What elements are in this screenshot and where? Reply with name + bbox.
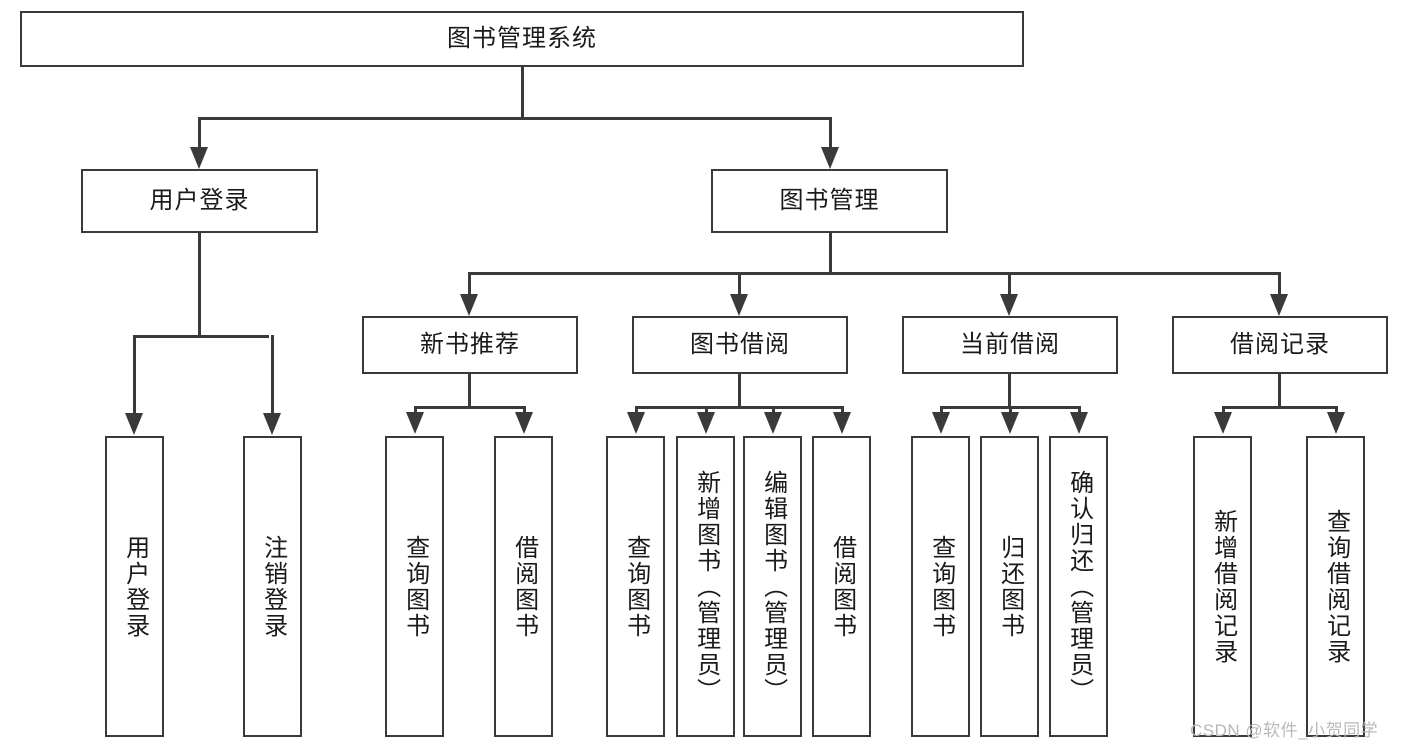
edge-drop-bb-4 bbox=[841, 406, 844, 414]
leaf-edit-book-admin[interactable]: 编辑图书（管理员） bbox=[743, 436, 802, 737]
edge-new-book-stem bbox=[468, 374, 471, 406]
edge-level1-bus bbox=[198, 117, 832, 120]
node-label: 图书管理系统 bbox=[447, 24, 597, 52]
leaf-user-login[interactable]: 用户登录 bbox=[105, 436, 164, 737]
arrow-book-borrow bbox=[730, 294, 748, 316]
arrow-cb-2 bbox=[1001, 412, 1019, 434]
arrow-bb-3 bbox=[764, 412, 782, 434]
leaf-query-book-recommend[interactable]: 查询图书 bbox=[385, 436, 444, 737]
arrow-current-borrow bbox=[1000, 294, 1018, 316]
arrow-book-management bbox=[821, 147, 839, 169]
arrow-bb-1 bbox=[627, 412, 645, 434]
arrow-nb-1 bbox=[406, 412, 424, 434]
arrow-cb-1 bbox=[932, 412, 950, 434]
leaf-label: 确认归还（管理员） bbox=[1065, 469, 1093, 704]
edge-level3-bus bbox=[468, 272, 1280, 275]
leaf-label: 借阅图书 bbox=[828, 534, 856, 639]
edge-drop-cb-1 bbox=[940, 406, 943, 414]
node-label: 图书管理 bbox=[779, 186, 880, 214]
edge-new-book-bus bbox=[414, 406, 526, 409]
edge-user-login-stem bbox=[198, 233, 201, 335]
node-current-borrow[interactable]: 当前借阅 bbox=[902, 316, 1118, 374]
arrow-new-book bbox=[460, 294, 478, 316]
leaf-label: 查询借阅记录 bbox=[1322, 508, 1350, 665]
node-book-borrow[interactable]: 图书借阅 bbox=[632, 316, 848, 374]
leaf-query-book-borrow[interactable]: 查询图书 bbox=[606, 436, 665, 737]
edge-drop-bb-1 bbox=[635, 406, 638, 414]
edge-drop-bb-3 bbox=[772, 406, 775, 414]
arrow-leaf-user-login bbox=[125, 413, 143, 435]
leaf-query-borrow-record[interactable]: 查询借阅记录 bbox=[1306, 436, 1365, 737]
watermark: CSDN @软件_小贺同学 bbox=[1190, 721, 1379, 740]
edge-drop-br-2 bbox=[1335, 406, 1338, 414]
node-book-management[interactable]: 图书管理 bbox=[711, 169, 948, 233]
edge-drop-cb-3 bbox=[1078, 406, 1081, 414]
edge-book-management-stem bbox=[829, 233, 832, 272]
arrow-br-1 bbox=[1214, 412, 1232, 434]
leaf-label: 查询图书 bbox=[401, 534, 429, 639]
edge-drop-nb-1 bbox=[414, 406, 417, 414]
node-new-book-recommend[interactable]: 新书推荐 bbox=[362, 316, 578, 374]
edge-borrow-record-stem bbox=[1278, 374, 1281, 406]
leaf-return-book[interactable]: 归还图书 bbox=[980, 436, 1039, 737]
edge-drop-leaf-user-login bbox=[133, 335, 136, 415]
arrow-bb-4 bbox=[833, 412, 851, 434]
edge-borrow-record-bus bbox=[1222, 406, 1338, 409]
edge-drop-nb-2 bbox=[523, 406, 526, 414]
leaf-label: 新增图书（管理员） bbox=[692, 469, 720, 704]
leaf-logout[interactable]: 注销登录 bbox=[243, 436, 302, 737]
leaf-borrow-book[interactable]: 借阅图书 bbox=[812, 436, 871, 737]
edge-drop-user-login bbox=[198, 117, 201, 149]
arrow-nb-2 bbox=[515, 412, 533, 434]
node-label: 图书借阅 bbox=[690, 330, 790, 358]
leaf-label: 注销登录 bbox=[259, 534, 287, 639]
leaf-label: 新增借阅记录 bbox=[1209, 508, 1237, 665]
edge-current-borrow-stem bbox=[1008, 374, 1011, 406]
edge-root-stem bbox=[521, 67, 524, 117]
arrow-cb-3 bbox=[1070, 412, 1088, 434]
leaf-label: 归还图书 bbox=[996, 534, 1024, 639]
edge-drop-bb-2 bbox=[705, 406, 708, 414]
node-label: 用户登录 bbox=[149, 186, 250, 214]
node-borrow-record[interactable]: 借阅记录 bbox=[1172, 316, 1388, 374]
arrow-borrow-record bbox=[1270, 294, 1288, 316]
edge-book-borrow-bus bbox=[635, 406, 843, 409]
leaf-label: 编辑图书（管理员） bbox=[759, 469, 787, 704]
edge-drop-leaf-logout bbox=[271, 335, 274, 415]
leaf-label: 查询图书 bbox=[622, 534, 650, 639]
leaf-borrow-book-recommend[interactable]: 借阅图书 bbox=[494, 436, 553, 737]
leaf-label: 用户登录 bbox=[121, 534, 149, 639]
leaf-label: 查询图书 bbox=[927, 534, 955, 639]
edge-drop-new-book bbox=[468, 272, 471, 296]
leaf-query-book-current[interactable]: 查询图书 bbox=[911, 436, 970, 737]
leaf-add-book-admin[interactable]: 新增图书（管理员） bbox=[676, 436, 735, 737]
edge-drop-cb-2 bbox=[1009, 406, 1012, 414]
arrow-br-2 bbox=[1327, 412, 1345, 434]
leaf-add-borrow-record[interactable]: 新增借阅记录 bbox=[1193, 436, 1252, 737]
edge-drop-book-management bbox=[829, 117, 832, 149]
edge-book-borrow-stem bbox=[738, 374, 741, 406]
node-label: 借阅记录 bbox=[1230, 330, 1330, 358]
edge-drop-current-borrow bbox=[1008, 272, 1011, 296]
edge-drop-book-borrow bbox=[738, 272, 741, 296]
node-root-book-management-system[interactable]: 图书管理系统 bbox=[20, 11, 1024, 67]
leaf-confirm-return-admin[interactable]: 确认归还（管理员） bbox=[1049, 436, 1108, 737]
node-label: 新书推荐 bbox=[420, 330, 520, 358]
arrow-bb-2 bbox=[697, 412, 715, 434]
leaf-label: 借阅图书 bbox=[510, 534, 538, 639]
edge-user-login-bus bbox=[133, 335, 269, 338]
edge-drop-br-1 bbox=[1222, 406, 1225, 414]
arrow-leaf-logout bbox=[263, 413, 281, 435]
arrow-user-login bbox=[190, 147, 208, 169]
node-label: 当前借阅 bbox=[960, 330, 1060, 358]
node-user-login[interactable]: 用户登录 bbox=[81, 169, 318, 233]
edge-drop-borrow-record bbox=[1278, 272, 1281, 296]
